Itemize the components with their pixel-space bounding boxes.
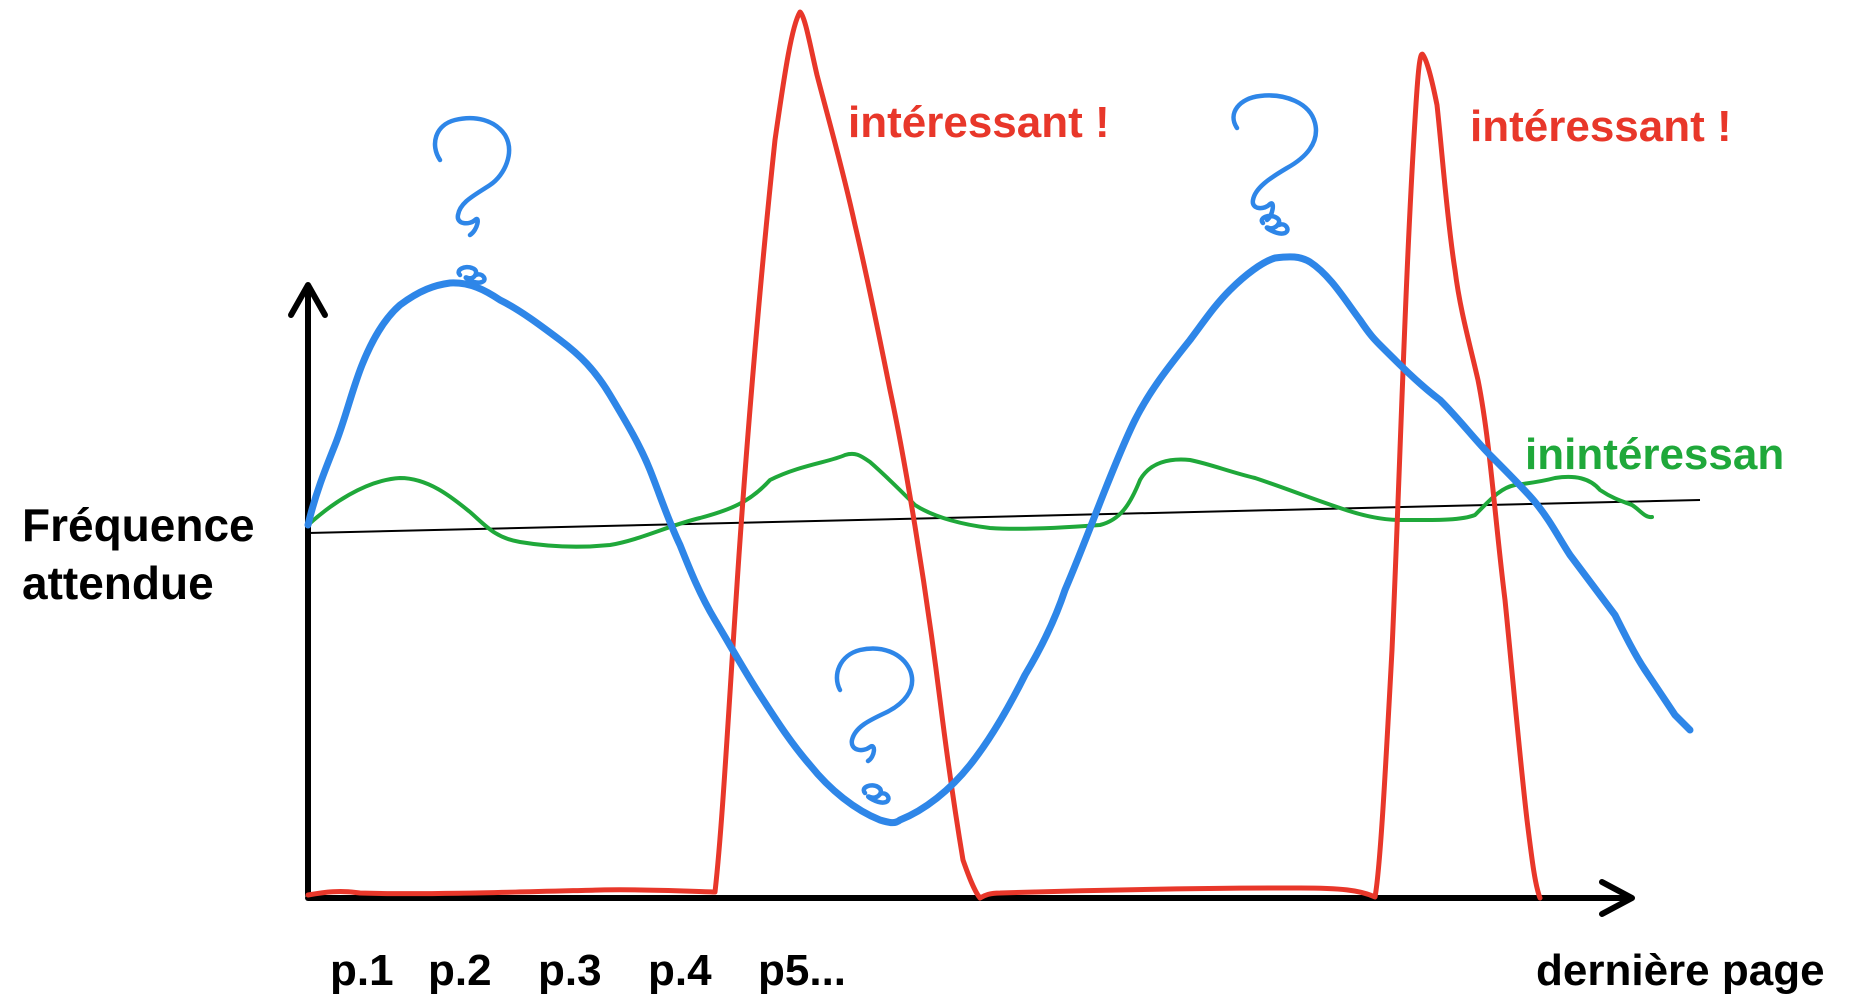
annotation-interesting-1: intéressant ! — [848, 98, 1110, 147]
x-tick-p1: p.1 — [330, 946, 394, 995]
y-axis-arrowhead — [288, 282, 328, 318]
question-mark-icon — [1231, 93, 1319, 236]
y-axis-label-line1: Fréquence — [22, 499, 255, 551]
expected-frequency-line — [307, 499, 1701, 534]
x-tick-p2: p.2 — [428, 946, 492, 995]
question-marks — [432, 93, 1319, 805]
x-tick-p3: p.3 — [538, 946, 602, 995]
uninteresting-curve — [306, 451, 1654, 549]
uncertain-curve — [304, 253, 1694, 827]
x-end-label: dernière page — [1536, 946, 1825, 995]
axes — [288, 282, 1635, 917]
question-mark-icon — [432, 115, 512, 285]
x-axis-arrowhead — [1599, 879, 1635, 917]
interesting-curve — [305, 9, 1543, 901]
x-tick-p5: p5... — [758, 946, 847, 995]
x-tick-p4: p.4 — [648, 946, 712, 995]
question-mark-icon — [834, 646, 915, 805]
annotation-interesting-2: intéressant ! — [1470, 102, 1732, 151]
y-axis-label-line2: attendue — [22, 557, 214, 609]
annotation-uninteresting: inintéressan — [1525, 430, 1785, 479]
